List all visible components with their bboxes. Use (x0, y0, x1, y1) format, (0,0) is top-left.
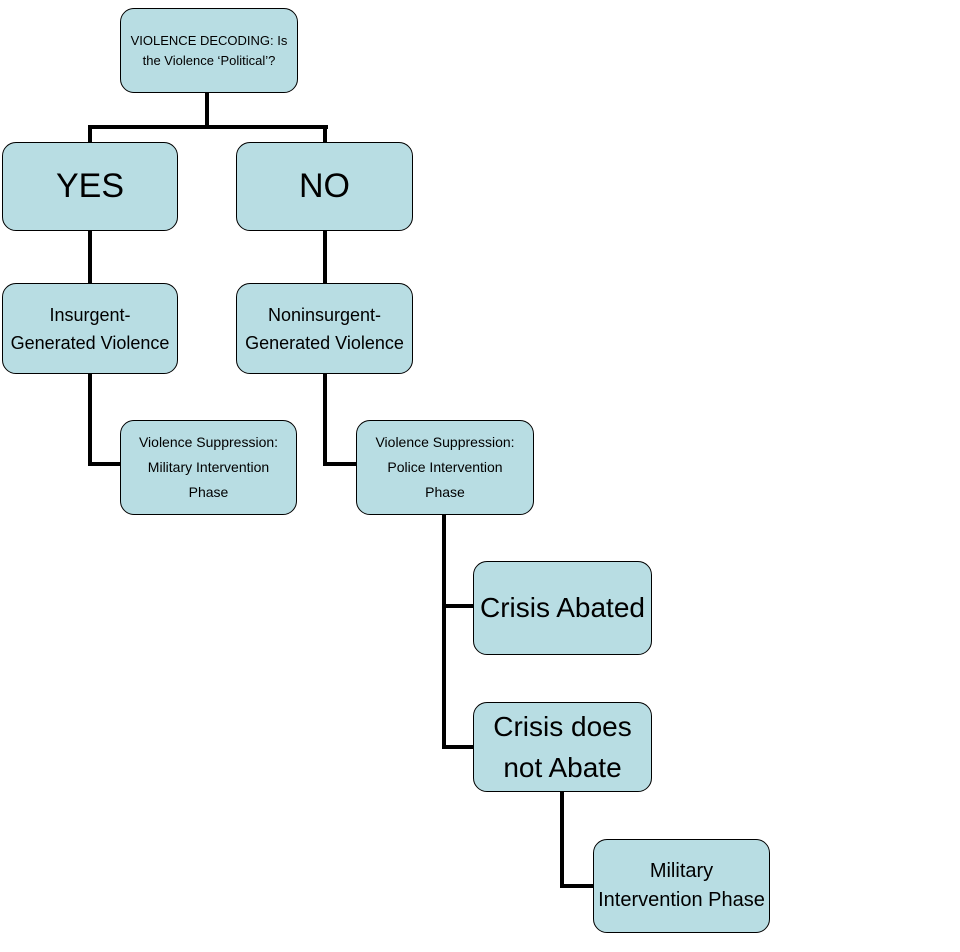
connector-police-trunk-vertical (442, 514, 446, 749)
node-crisis-does-not-abate: Crisis does not Abate (473, 702, 652, 792)
node-yes: YES (2, 142, 178, 231)
node-noninsurgent-generated-violence: Noninsurgent- Generated Violence (236, 283, 413, 374)
connector-noninsurgent-elbow-vertical (323, 373, 327, 466)
connector-split-left-stub (88, 125, 92, 143)
connector-noninsurgent-elbow-horizontal (323, 462, 358, 466)
connector-yes-insurgent (88, 230, 92, 284)
connector-split-right-stub (323, 125, 327, 143)
node-violence-decoding-question: VIOLENCE DECODING: Is the Violence ‘Poli… (120, 8, 298, 93)
connector-notabate-trunk-vertical (560, 791, 564, 888)
connector-split-horizontal (88, 125, 328, 129)
connector-insurgent-elbow-vertical (88, 373, 92, 466)
node-crisis-abated: Crisis Abated (473, 561, 652, 655)
connector-root-stem (205, 92, 209, 129)
node-no: NO (236, 142, 413, 231)
connector-no-noninsurgent (323, 230, 327, 284)
connector-insurgent-elbow-horizontal (88, 462, 122, 466)
node-military-intervention-phase: Military Intervention Phase (593, 839, 770, 933)
node-violence-suppression-military: Violence Suppression: Military Intervent… (120, 420, 297, 515)
connector-branch-crisis-abated (442, 604, 475, 608)
connector-military-elbow-horizontal (560, 884, 595, 888)
connector-branch-crisis-not-abate (442, 745, 475, 749)
node-violence-suppression-police: Violence Suppression: Police Interventio… (356, 420, 534, 515)
node-insurgent-generated-violence: Insurgent- Generated Violence (2, 283, 178, 374)
